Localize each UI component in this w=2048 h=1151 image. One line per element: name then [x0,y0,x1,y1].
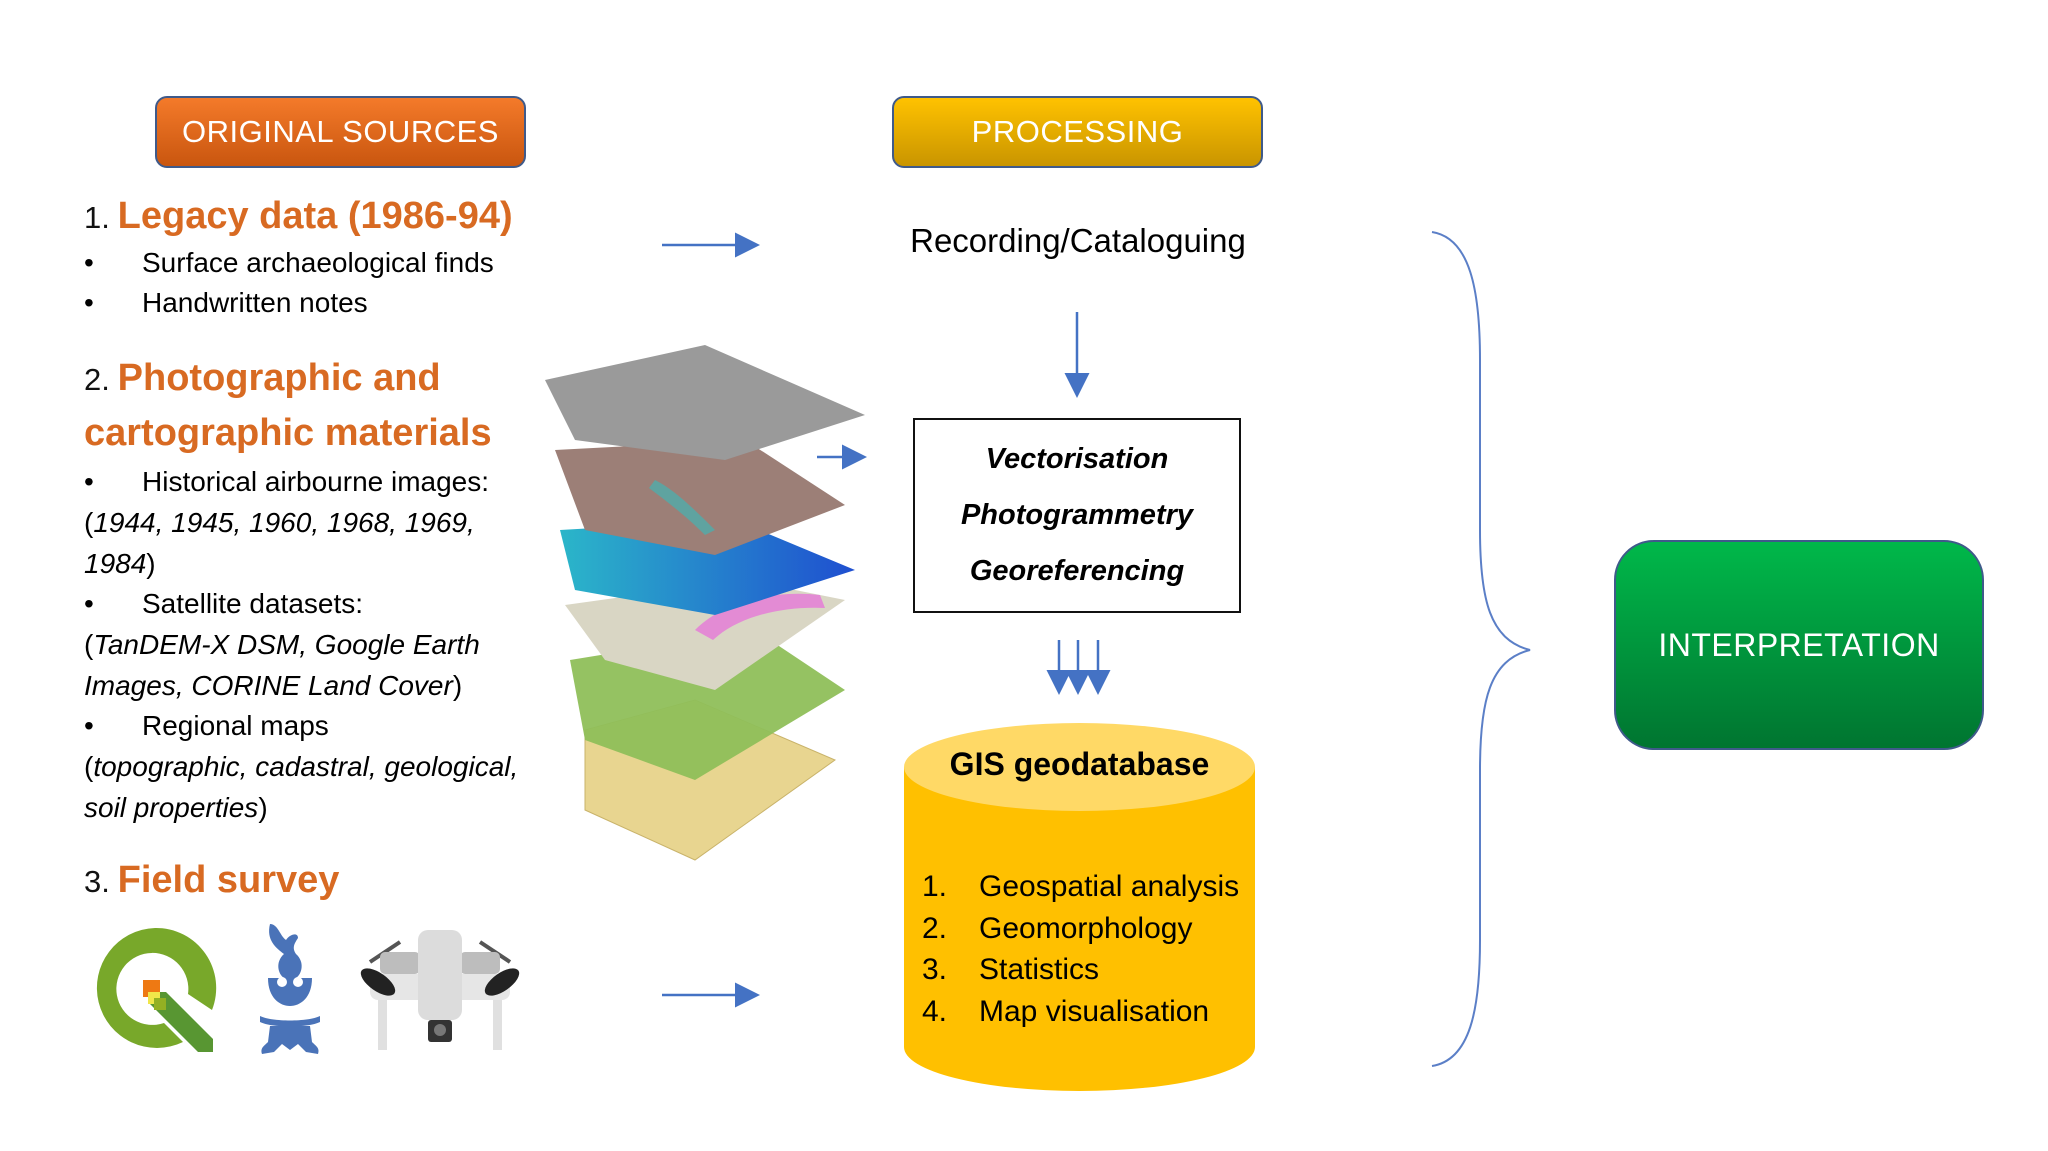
qfield-logo-icon [260,924,320,1054]
source-number: 1. [84,200,110,235]
list-item: • Regional maps [84,710,329,741]
method-item: Georeferencing [969,555,1185,587]
list-item-detail: soil properties) [84,792,268,823]
list-item: • Historical airbourne images: [84,466,490,497]
source-photographic-cartographic: 2. Photographic and cartographic materia… [84,352,518,828]
list-item: 2. Geomorphology [922,911,1193,945]
method-item: Vectorisation [985,443,1169,475]
processing-methods-box: Vectorisation Photogrammetry Georeferenc… [913,418,1241,613]
list-item-detail: (topographic, cadastral, geological, [84,751,519,782]
interpretation-box: INTERPRETATION [1614,540,1984,750]
database-items: 1. Geospatial analysis 2. Geomorphology … [922,866,1239,1032]
qgis-logo-icon [96,927,217,1052]
gis-database-cylinder-icon [904,723,1255,1091]
curly-brace [1431,231,1531,1067]
recording-cataloguing: Recording/Cataloguing [910,222,1246,259]
processing-label: PROCESSING [971,114,1184,149]
method-item: Photogrammetry [960,499,1194,531]
list-item-detail: (TanDEM-X DSM, Google Earth [84,629,480,660]
list-item-detail: Images, CORINE Land Cover) [84,670,463,701]
map-layers-stack [545,345,865,861]
list-item: 3. Statistics [922,953,1100,986]
drone-icon [360,930,520,1050]
layer-dsm-elevation [560,520,855,615]
source-number: 3. [84,864,110,899]
source-title: Legacy data (1986-94) [117,195,513,237]
source-title: Field survey [117,859,340,901]
list-item-detail: 1984) [84,548,156,579]
layer-historical-aerial-photo [545,345,865,460]
list-item-detail: (1944, 1945, 1960, 1968, 1969, [84,507,475,538]
original-sources-label: ORIGINAL SOURCES [182,114,499,149]
list-item: • Satellite datasets: [84,588,364,619]
list-item: 1. Geospatial analysis [922,870,1240,903]
list-item: • Handwritten notes [84,287,368,318]
source-title-cont: cartographic materials [84,412,492,454]
layer-satellite-image [555,440,845,555]
source-legacy-data: 1. Legacy data (1986-94) • Surface archa… [84,192,513,323]
processing-header: PROCESSING [892,96,1263,168]
database-title: GIS geodatabase [949,746,1210,782]
source-number: 2. [84,362,110,397]
original-sources-header: ORIGINAL SOURCES [155,96,526,168]
list-item: 4. Map visualisation [922,994,1210,1028]
source-title: Photographic and [117,357,441,399]
list-item: • Surface archaeological finds [84,247,494,278]
source-field-survey: 3. Field survey [84,856,339,907]
interpretation-label: INTERPRETATION [1658,626,1940,663]
